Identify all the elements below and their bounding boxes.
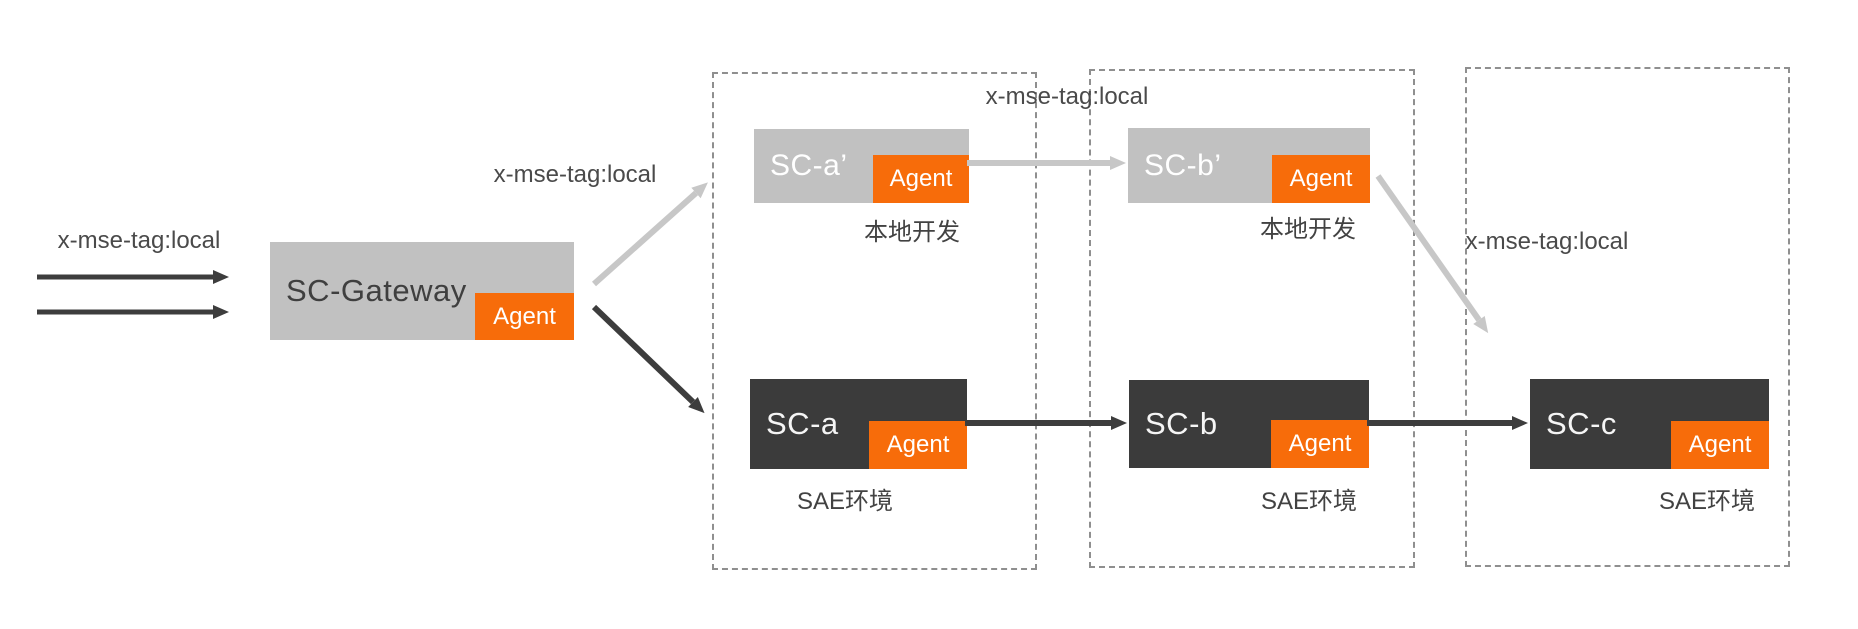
caption-sae-a: SAE环境	[796, 488, 894, 515]
node-title: SC-Gateway	[286, 273, 467, 308]
tag-label-dev-route: x-mse-tag:local	[985, 83, 1149, 110]
node-sc-a-dev: SC-a’ Agent	[754, 129, 969, 203]
arrow-gateway-to-dev-a	[592, 182, 708, 287]
node-sc-b-dev: SC-b’ Agent	[1128, 128, 1370, 203]
tag-label-gateway-route: x-mse-tag:local	[493, 161, 657, 188]
tag-label-ingress: x-mse-tag:local	[57, 227, 221, 254]
node-sc-c: SC-c Agent	[1530, 379, 1769, 469]
env-group-b: SC-b’ Agent 本地开发 SC-b Agent SAE环境	[1089, 69, 1415, 568]
env-group-c: SC-c Agent SAE环境	[1465, 67, 1790, 567]
caption-local-dev-b: 本地开发	[1260, 216, 1356, 243]
agent-badge: Agent	[475, 293, 574, 340]
agent-badge: Agent	[1271, 420, 1369, 468]
tag-label-right-route: x-mse-tag:local	[1465, 228, 1629, 255]
caption-sae-c: SAE环境	[1658, 488, 1756, 515]
agent-badge: Agent	[1671, 421, 1769, 469]
node-sc-b: SC-b Agent	[1129, 380, 1369, 468]
node-title: SC-a	[766, 406, 839, 441]
caption-local-dev-a: 本地开发	[864, 219, 960, 246]
agent-badge: Agent	[873, 155, 969, 203]
node-title: SC-a’	[770, 149, 848, 182]
env-group-a: SC-a’ Agent 本地开发 SC-a Agent SAE环境	[712, 72, 1037, 570]
agent-badge: Agent	[1272, 155, 1370, 203]
node-sc-gateway: SC-Gateway Agent	[270, 242, 574, 340]
node-title: SC-b	[1145, 406, 1218, 441]
node-sc-a: SC-a Agent	[750, 379, 967, 469]
caption-sae-b: SAE环境	[1260, 488, 1358, 515]
arrow-gateway-to-sae-a	[591, 304, 705, 414]
node-title: SC-c	[1546, 406, 1617, 441]
node-title: SC-b’	[1144, 148, 1222, 182]
agent-badge: Agent	[869, 421, 967, 469]
